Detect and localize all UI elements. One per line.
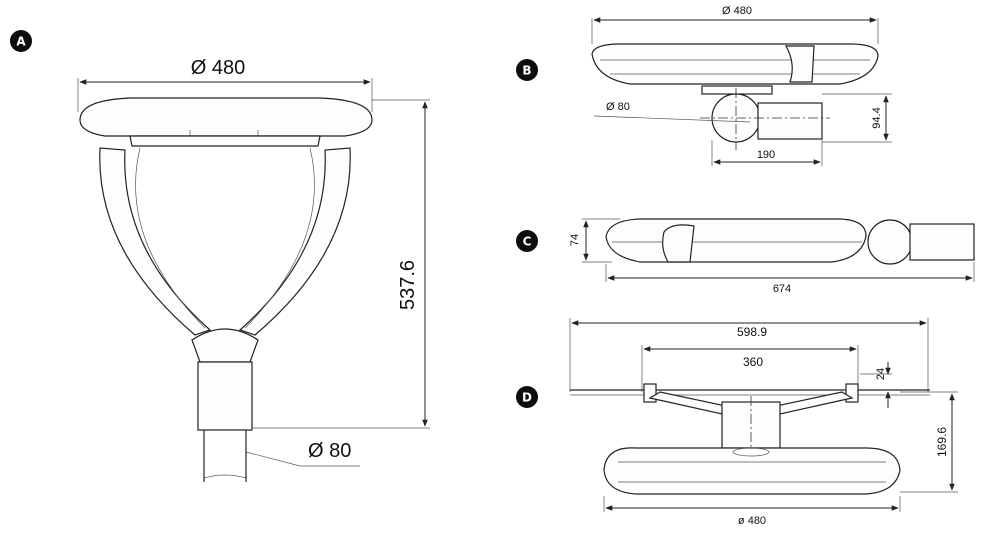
lamp-head-side — [591, 43, 879, 85]
view-b-label: B — [522, 64, 531, 78]
dim-d-height: 169.6 — [935, 427, 949, 457]
neck-flange — [732, 447, 770, 457]
dim-b-diameter: Ø 480 — [722, 5, 752, 17]
hub — [191, 328, 259, 363]
view-c-label: C — [523, 235, 532, 249]
dim-d-span: 598.9 — [737, 325, 767, 339]
view-d-label: D — [522, 391, 532, 405]
dim-d-inner: 360 — [743, 355, 763, 369]
dim-d-diameter: ø 480 — [738, 515, 766, 527]
pole — [203, 430, 247, 482]
b-pole-leader — [593, 115, 751, 123]
view-d-badge — [516, 386, 538, 408]
view-c-badge — [516, 230, 538, 252]
dim-d-offset: 24 — [875, 368, 887, 380]
dim-b-height: 94.4 — [871, 107, 883, 128]
view-a-label: A — [16, 35, 26, 49]
pole-section-c — [867, 219, 913, 265]
lamp-head-base — [129, 135, 321, 147]
pole-sleeve — [197, 361, 253, 431]
dim-c-length: 674 — [773, 283, 791, 295]
view-a: A Ø 480 537.6 Ø 80 — [10, 30, 430, 482]
head-lines — [618, 461, 886, 483]
view-b-badge — [516, 59, 538, 81]
left-arm — [99, 147, 212, 336]
pole-cut — [203, 474, 247, 479]
lamp-head — [79, 97, 373, 137]
dim-c-height: 74 — [569, 234, 581, 246]
dim-a-pole: Ø 80 — [308, 440, 351, 462]
dim-a-diameter: Ø 480 — [191, 57, 245, 79]
view-d: D 598.9 360 24 169.6 ø 480 — [516, 318, 958, 527]
pole-leader — [245, 451, 360, 467]
view-b: B Ø 480 Ø 80 94.4 190 — [516, 5, 892, 166]
arm-edge — [135, 147, 206, 329]
mount-box-c — [909, 223, 975, 261]
lamp-head-d — [603, 447, 901, 495]
view-a-badge — [10, 30, 32, 52]
dim-b-pole: Ø 80 — [606, 101, 630, 113]
lamp-head-c — [605, 218, 867, 263]
view-c: C 74 674 — [516, 218, 975, 295]
right-arm — [238, 147, 351, 336]
head-lines — [600, 59, 870, 75]
head-clip-c — [662, 224, 695, 263]
dim-a-height: 537.6 — [397, 260, 419, 310]
mount-box — [757, 102, 823, 140]
arm-edge — [244, 147, 315, 329]
bracket-plate — [701, 85, 773, 95]
dim-b-width: 190 — [757, 149, 775, 161]
head-clip — [784, 45, 815, 83]
